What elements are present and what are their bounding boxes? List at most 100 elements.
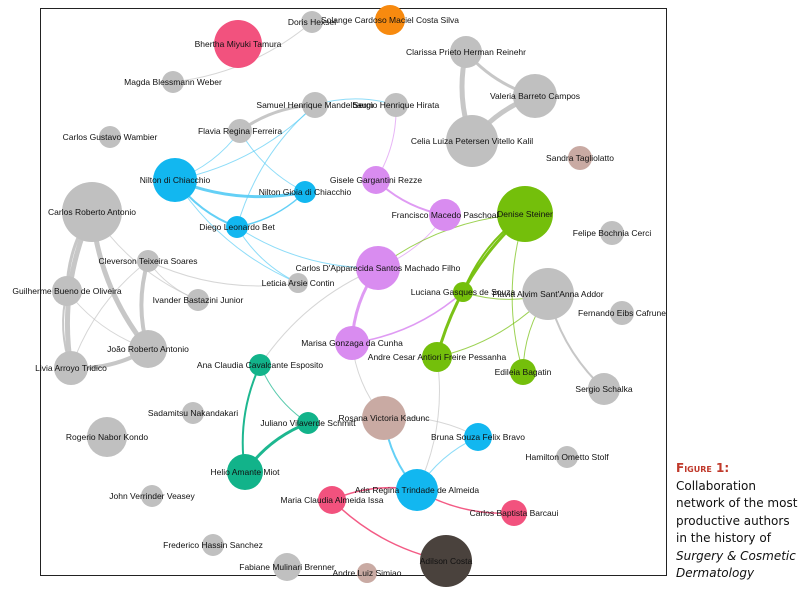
author-node[interactable] bbox=[162, 71, 184, 93]
author-label: Rosana Victoria Kadunc bbox=[338, 413, 430, 423]
author-label: Bruna Souza Felix Bravo bbox=[431, 432, 525, 442]
author-node[interactable] bbox=[137, 250, 159, 272]
author-label: Ivander Bastazini Junior bbox=[153, 295, 244, 305]
author-node[interactable] bbox=[356, 246, 400, 290]
author-label: Sadamitsu Nakandakari bbox=[148, 408, 238, 418]
edge bbox=[236, 104, 316, 228]
author-label: Doris Hexsel bbox=[288, 17, 336, 27]
author-node[interactable] bbox=[141, 485, 163, 507]
edge bbox=[351, 291, 464, 344]
author-node[interactable] bbox=[588, 373, 620, 405]
author-node[interactable] bbox=[87, 417, 127, 457]
author-label: Gisele Gargantini Rezze bbox=[330, 175, 422, 185]
author-node[interactable] bbox=[501, 500, 527, 526]
author-node[interactable] bbox=[450, 36, 482, 68]
author-label: Carlos D'Apparecida Santos Machado Filho bbox=[296, 263, 461, 273]
author-label: Solange Cardoso Maciel Costa Silva bbox=[321, 15, 459, 25]
author-node[interactable] bbox=[375, 5, 405, 35]
author-node[interactable] bbox=[464, 423, 492, 451]
author-label: John Verrinder Veasey bbox=[109, 491, 195, 501]
author-node[interactable] bbox=[420, 535, 472, 587]
edge bbox=[174, 104, 316, 181]
author-node[interactable] bbox=[182, 402, 204, 424]
author-label: Helio Amante Miot bbox=[211, 467, 281, 477]
author-node[interactable] bbox=[99, 126, 121, 148]
author-node[interactable] bbox=[396, 469, 438, 511]
author-label: Valeria Barreto Campos bbox=[490, 91, 580, 101]
author-node[interactable] bbox=[228, 119, 252, 143]
author-label: Fabiane Mulinari Brenner bbox=[239, 562, 335, 572]
author-node[interactable] bbox=[214, 20, 262, 68]
author-node[interactable] bbox=[422, 342, 452, 372]
author-label: Guilherme Bueno de Oliveira bbox=[12, 286, 121, 296]
author-node[interactable] bbox=[227, 454, 263, 490]
author-node[interactable] bbox=[362, 166, 390, 194]
author-node[interactable] bbox=[302, 92, 328, 118]
author-label: Maria Claudia Almeida Issa bbox=[281, 495, 384, 505]
author-node[interactable] bbox=[513, 74, 557, 118]
author-node[interactable] bbox=[297, 412, 319, 434]
author-node[interactable] bbox=[610, 301, 634, 325]
figure-caption: Figure 1: Collaboration network of the m… bbox=[676, 460, 798, 583]
author-node[interactable] bbox=[568, 146, 592, 170]
author-label: Ana Claudia Cavalcante Esposito bbox=[197, 360, 323, 370]
author-node[interactable] bbox=[429, 199, 461, 231]
author-node[interactable] bbox=[62, 182, 122, 242]
author-node[interactable] bbox=[357, 563, 377, 583]
author-node[interactable] bbox=[556, 446, 578, 468]
author-node[interactable] bbox=[129, 330, 167, 368]
author-label: Felipe Bochnia Cerci bbox=[573, 228, 652, 238]
author-label: Samuel Henrique Mandelbaum bbox=[256, 100, 373, 110]
author-node[interactable] bbox=[54, 351, 88, 385]
author-label: Frederico Hassin Sanchez bbox=[163, 540, 263, 550]
author-label: Carlos Gustavo Wambier bbox=[63, 132, 158, 142]
author-label: Bhertha Miyuki Tamura bbox=[195, 39, 282, 49]
author-node[interactable] bbox=[153, 158, 197, 202]
diagram-frame bbox=[40, 8, 667, 576]
author-label: Carlos Roberto Antonio bbox=[48, 207, 136, 217]
author-node[interactable] bbox=[249, 354, 271, 376]
author-label: Magda Blessmann Weber bbox=[124, 77, 222, 87]
author-label: Denise Steiner bbox=[497, 209, 553, 219]
author-label: Francisco Macedo Paschoal bbox=[392, 210, 499, 220]
author-label: Nilton di Chiacchio bbox=[140, 175, 211, 185]
author-node[interactable] bbox=[301, 11, 323, 33]
edge bbox=[236, 226, 299, 284]
author-label: Juliano Vilaverde Schmitt bbox=[260, 418, 356, 428]
author-node[interactable] bbox=[294, 181, 316, 203]
author-label: Leticia Arsie Contin bbox=[262, 278, 335, 288]
author-node[interactable] bbox=[335, 326, 369, 360]
author-node[interactable] bbox=[187, 289, 209, 311]
author-label: Carlos Baptista Barcaui bbox=[470, 508, 559, 518]
author-node[interactable] bbox=[52, 276, 82, 306]
author-label: Cleverson Teixeira Soares bbox=[98, 256, 197, 266]
author-label: Sergio Henrique Hirata bbox=[353, 100, 440, 110]
journal-name: Surgery & Cosmetic Dermatology bbox=[676, 548, 796, 581]
author-node[interactable] bbox=[497, 186, 553, 242]
author-label: Andre Cesar Antiori Freire Pessanha bbox=[368, 352, 507, 362]
author-node[interactable] bbox=[362, 396, 406, 440]
author-node[interactable] bbox=[318, 486, 346, 514]
author-label: Flavia Regina Ferreira bbox=[198, 126, 282, 136]
caption-text: Collaboration network of the most produc… bbox=[676, 478, 798, 546]
author-node[interactable] bbox=[384, 93, 408, 117]
author-node[interactable] bbox=[453, 282, 473, 302]
nodes-layer bbox=[52, 5, 634, 587]
edge bbox=[147, 260, 299, 287]
author-node[interactable] bbox=[510, 359, 536, 385]
author-node[interactable] bbox=[288, 273, 308, 293]
author-node[interactable] bbox=[600, 221, 624, 245]
author-label: Flavia Alvim Sant'Anna Addor bbox=[492, 289, 603, 299]
author-node[interactable] bbox=[226, 216, 248, 238]
author-node[interactable] bbox=[273, 553, 301, 581]
author-label: Adilson Costa bbox=[420, 556, 473, 566]
author-node[interactable] bbox=[446, 115, 498, 167]
figure-label: Figure 1: bbox=[676, 461, 730, 475]
author-label: Fernando Eibs Cafrune bbox=[578, 308, 666, 318]
author-label: Sergio Schalka bbox=[575, 384, 632, 394]
author-label: Marisa Gonzaga da Cunha bbox=[301, 338, 403, 348]
author-node[interactable] bbox=[202, 534, 224, 556]
author-label: Andre Luiz Simiao bbox=[333, 568, 402, 578]
author-node[interactable] bbox=[522, 268, 574, 320]
author-label: João Roberto Antonio bbox=[107, 344, 189, 354]
